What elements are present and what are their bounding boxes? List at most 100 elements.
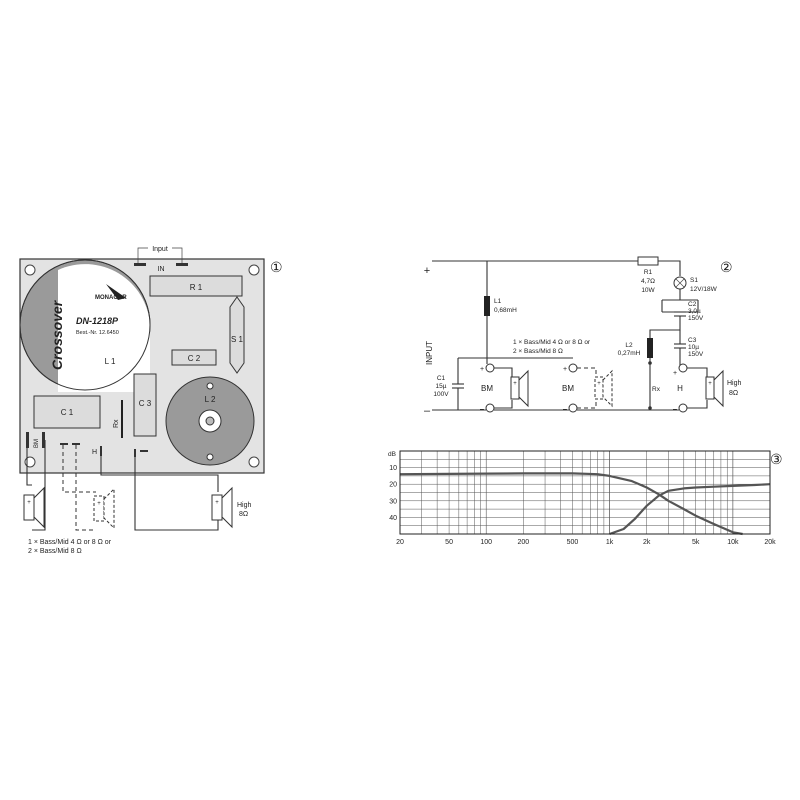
wire-bm2-plus [577,367,597,377]
s1-rating: 12V/18W [690,286,718,293]
bass-note-2: 2 × Bass/Mid 8 Ω [28,548,82,555]
svg-text:+: + [97,501,101,507]
lamp-s1 [229,296,245,374]
chart-frame [399,450,771,535]
inductor-l1-symbol [484,296,490,316]
label-c3: C 3 [139,399,152,408]
wire-h-minus [687,400,708,409]
wire-bm2-plus [62,445,96,493]
in-label: IN [158,266,165,273]
wire-h-plus [687,367,708,377]
plus-sign: + [424,265,430,277]
panel-number-1: ① [270,259,283,275]
high-label-schematic: High [727,380,742,387]
wire-bm-minus [32,440,46,531]
terminal-bm-label: BM [34,439,40,448]
x-tick-label: 50 [445,539,453,546]
junction-dot [648,361,652,365]
y-tick-label: 30 [389,498,397,505]
speaker-bass-2-icon: + [93,487,115,530]
l1-value: 0,68mH [494,307,517,314]
chart-grid [399,451,771,534]
terminal-h2 [134,449,136,457]
capacitor-c2 [171,349,217,366]
x-tick-label: 500 [567,539,579,546]
x-tick-label: 10k [727,539,739,546]
bm2-label: BM [562,384,574,393]
wire-high-minus [134,455,219,531]
c1-name: C1 [437,375,446,382]
s1-name: S1 [690,277,698,284]
input-label: Input [152,246,168,253]
svg-text:+: + [215,500,219,506]
l2-name: L2 [625,342,633,349]
coil-l2-hole [206,382,214,390]
junction-dot [648,406,652,410]
c2-voltage: 150V [688,315,704,322]
x-tick-label: 200 [517,539,529,546]
label-r1: R 1 [190,283,203,292]
bass-note-1-schematic: 1 × Bass/Mid 4 Ω or 8 Ω or [513,339,591,346]
h-label: H [677,384,683,393]
series-line-1 [399,472,743,536]
wire-c2-l2 [649,316,681,338]
order-number: Best.-Nr. 12.6450 [76,330,119,336]
terminal-h-label: H [92,449,97,456]
bm1-terminal-plus [485,363,495,373]
bm2-terminal-plus [568,363,578,373]
wire-bm-plus [26,440,32,486]
c3-value: 10µ [688,344,699,351]
bm2-plus-mark: + [563,366,567,373]
c2-name: C2 [688,301,697,308]
capacitor-c3 [133,373,157,437]
l1-name: L1 [494,298,502,305]
minus-sign: – [424,405,431,417]
coil-l2-hole [206,453,214,461]
label-s1: S 1 [231,335,244,344]
wire-c2-parallel [661,300,699,312]
r1-value: 4,7Ω [641,278,655,285]
y-tick-label: 40 [389,515,397,522]
wire-bm1-plus [494,367,513,377]
mounting-hole [248,264,260,276]
x-tick-label: 1k [606,539,614,546]
speaker-high-icon: + [211,486,233,529]
terminal-bm2-plus [60,443,68,445]
terminal-bm-minus [42,432,45,448]
x-tick-label: 100 [480,539,492,546]
l2-value: 0,27mH [618,350,641,357]
bm1-terminal-minus [485,403,495,413]
x-tick-label: 2k [643,539,651,546]
wire-r1-s1 [658,260,681,276]
panel-number-3: ③ [770,451,783,467]
high-label: High [237,502,252,509]
resistor-r1-symbol [637,256,659,266]
input-bracket [137,247,183,263]
label-c1: C 1 [61,408,74,417]
speaker-bm1-icon: + [510,369,529,408]
model-label: DN-1218P [76,316,119,326]
y-tick-label: 10 [389,465,397,472]
coil-l2-screw [205,416,215,426]
speaker-high-schematic-icon: + [705,369,724,408]
wire-bm2-minus [577,400,597,409]
bm1-plus-mark: + [480,366,484,373]
h-plus-mark: + [673,370,677,377]
terminal-h-minus [140,450,148,452]
r1-name: R1 [644,269,653,276]
terminal-bm2-minus [72,443,80,445]
wire-high-plus [100,451,219,492]
svg-text:+: + [597,381,601,387]
input-text: INPUT [425,341,434,365]
y-tick-label: 20 [389,482,397,489]
label-c2: C 2 [188,354,201,363]
chart-series [399,472,771,536]
bm1-label: BM [481,384,493,393]
c1-value: 15µ [436,383,447,390]
monacor-logo-icon [106,284,126,300]
wire-bm1-minus [494,400,513,409]
label-rx: Rx [113,419,120,428]
bass-note-2-schematic: 2 × Bass/Mid 8 Ω [513,348,563,355]
